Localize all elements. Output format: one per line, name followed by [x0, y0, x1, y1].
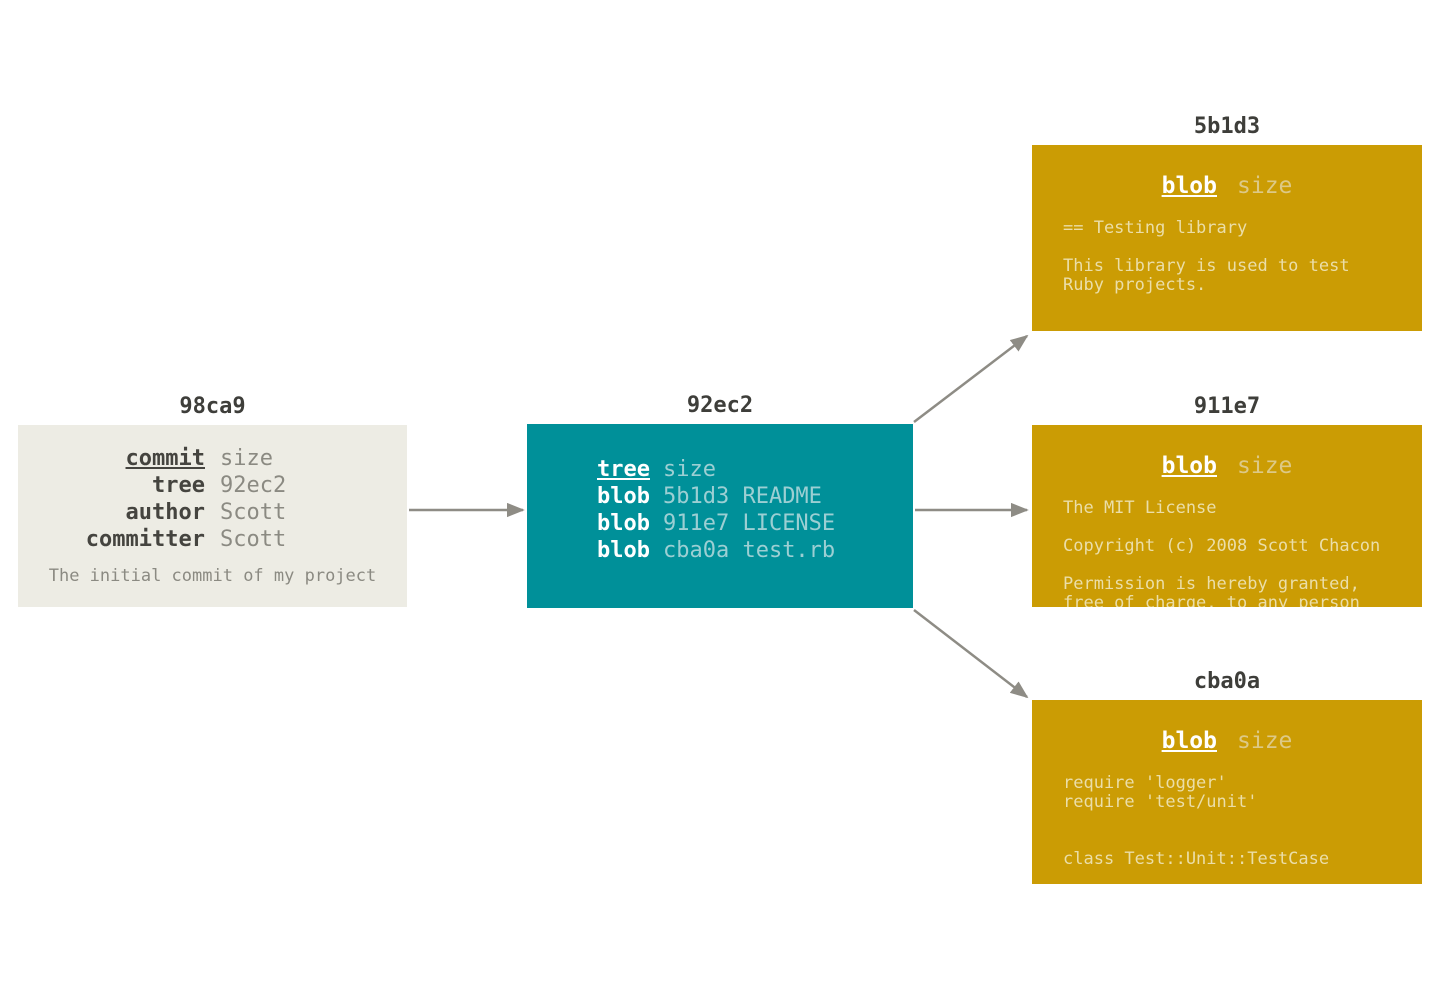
tree-entry-type: tree: [597, 457, 650, 482]
commit-node-id: 98ca9: [179, 394, 246, 419]
blob-content: == Testing library This library is used …: [1063, 218, 1350, 295]
blob-box: blob size require 'logger' require 'test/…: [1032, 700, 1422, 884]
tree-entry: tree size: [597, 456, 913, 483]
tree-entry-rest: cba0a test.rb: [662, 538, 836, 563]
blob-node-cba0a: cba0a blob size require 'logger' require …: [1032, 668, 1422, 884]
commit-fields: commit size tree 92ec2 author Scott comm…: [18, 445, 407, 553]
blob-box: blob size The MIT License Copyright (c) 2…: [1032, 425, 1422, 607]
commit-field-value: Scott: [220, 527, 287, 552]
blob-type-label: blob: [1161, 453, 1217, 479]
blob-node-911e7: 911e7 blob size The MIT License Copyright…: [1032, 393, 1422, 607]
arrow-tree-to-blob-5b1d3: [913, 334, 1029, 423]
tree-box: tree size blob 5b1d3 README blob 911e7 LICE…: [527, 424, 913, 608]
commit-field-label: tree: [152, 473, 205, 498]
commit-field-value: Scott: [220, 500, 287, 525]
tree-entry: blob 5b1d3 README: [597, 483, 913, 510]
blob-content: The MIT License Copyright (c) 2008 Scott…: [1063, 498, 1381, 608]
arrow-tree-to-blob-cba0a: [913, 609, 1029, 699]
tree-entry-type: blob: [597, 484, 650, 509]
commit-box: commit size tree 92ec2 author Scott comm…: [18, 425, 407, 607]
tree-node: 92ec2 tree size blob 5b1d3 README blob 911e…: [527, 392, 913, 608]
commit-field-label: committer: [85, 527, 205, 552]
blob-node-id: cba0a: [1193, 669, 1261, 694]
commit-field-label: commit: [125, 446, 205, 471]
tree-entry-type: blob: [597, 538, 650, 563]
blob-node-5b1d3: 5b1d3 blob size == Testing library This l…: [1032, 113, 1422, 331]
blob-header: blob size: [1032, 173, 1422, 199]
blob-size-label: size: [1237, 173, 1293, 199]
commit-message: The initial commit of my project: [48, 566, 377, 586]
blob-header: blob size: [1032, 453, 1422, 479]
tree-entry: blob 911e7 LICENSE: [597, 510, 913, 537]
blob-content: require 'logger' require 'test/unit' cla…: [1063, 773, 1330, 869]
commit-field-value: 92ec2: [220, 473, 287, 498]
tree-entry: blob cba0a test.rb: [597, 537, 913, 564]
blob-node-id: 5b1d3: [1193, 114, 1261, 139]
commit-node: 98ca9 commit size tree 92ec2 author Scot…: [18, 393, 407, 607]
blob-header: blob size: [1032, 728, 1422, 754]
blob-node-id: 911e7: [1193, 394, 1261, 419]
commit-field-value: size: [220, 446, 273, 471]
tree-entry-rest: 5b1d3 README: [662, 484, 822, 509]
tree-entry-type: blob: [597, 511, 650, 536]
commit-field-label: author: [125, 500, 205, 525]
tree-entry-rest: 911e7 LICENSE: [662, 511, 836, 536]
tree-entry-rest: size: [662, 457, 716, 482]
blob-box: blob size == Testing library This library…: [1032, 145, 1422, 331]
blob-size-label: size: [1237, 453, 1293, 479]
blob-type-label: blob: [1161, 728, 1217, 754]
blob-size-label: size: [1237, 728, 1293, 754]
tree-node-id: 92ec2: [686, 393, 754, 418]
blob-type-label: blob: [1161, 173, 1217, 199]
